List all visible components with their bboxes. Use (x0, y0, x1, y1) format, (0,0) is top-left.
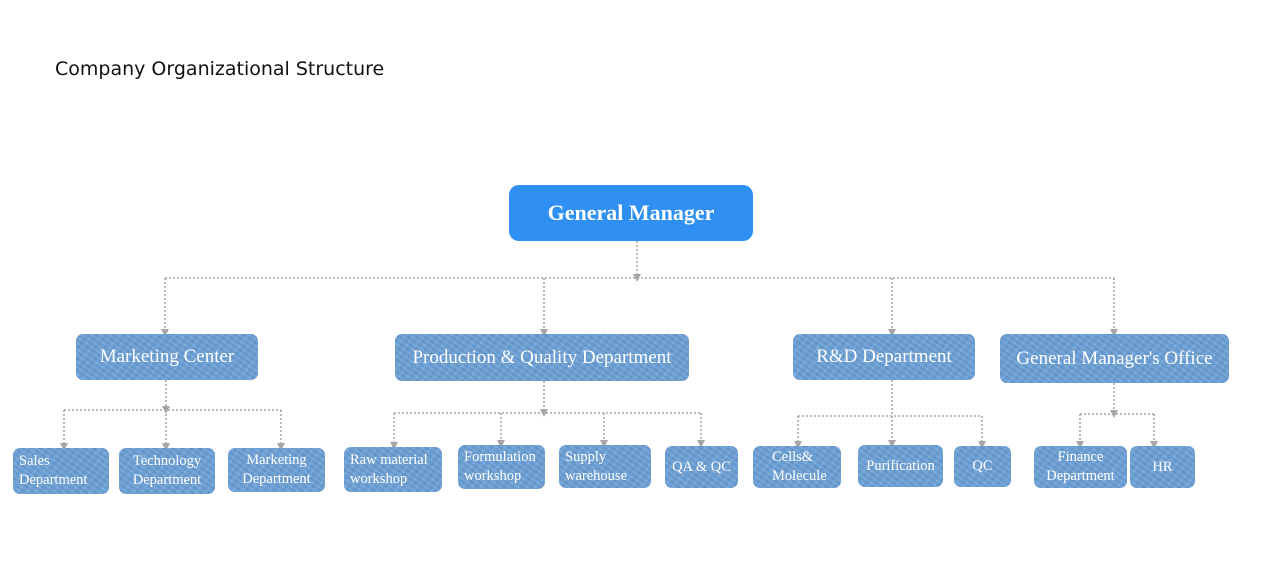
node-supply-warehouse[interactable]: Supply warehouse (559, 445, 651, 488)
node-sales-department[interactable]: Sales Department (13, 448, 109, 494)
node-label: Production & Quality Department (412, 346, 672, 368)
node-cells-molecule[interactable]: Cells& Molecule (753, 446, 841, 488)
node-purification[interactable]: Purification (858, 445, 943, 487)
node-label: Technology Department (132, 453, 202, 488)
node-qc[interactable]: QC (954, 446, 1011, 487)
node-label: HR (1152, 458, 1173, 475)
node-label: Supply warehouse (565, 448, 628, 484)
node-marketing-center[interactable]: Marketing Center (76, 334, 258, 380)
node-label: R&D Department (816, 346, 952, 367)
node-hr[interactable]: HR (1130, 446, 1195, 488)
node-label: QC (972, 458, 993, 474)
node-rnd-department[interactable]: R&D Department (793, 334, 975, 380)
node-label: General Manager's Office (1016, 347, 1213, 369)
node-label: General Manager (547, 200, 715, 225)
node-production-quality-department[interactable]: Production & Quality Department (395, 334, 689, 381)
node-finance-department[interactable]: Finance Department (1034, 446, 1127, 488)
node-label: Purification (866, 457, 935, 474)
node-formulation-workshop[interactable]: Formulation workshop (458, 445, 545, 489)
node-label: Formulation workshop (464, 449, 536, 484)
node-raw-material-workshop[interactable]: Raw material workshop (344, 447, 442, 492)
node-marketing-department[interactable]: Marketing Department (228, 448, 325, 492)
node-label: Marketing Department (242, 452, 311, 487)
node-general-manager[interactable]: General Manager (509, 185, 753, 241)
node-label: Finance Department (1046, 449, 1115, 484)
node-label: Marketing Center (99, 346, 235, 367)
node-qa-qc[interactable]: QA & QC (665, 446, 738, 488)
page-title: Company Organizational Structure (55, 58, 385, 80)
node-label: Cells& Molecule (772, 449, 827, 484)
node-general-managers-office[interactable]: General Manager's Office (1000, 334, 1229, 383)
node-technology-department[interactable]: Technology Department (119, 448, 215, 494)
node-label: Raw material workshop (350, 451, 428, 487)
node-label: Sales Department (19, 453, 88, 488)
node-label: QA & QC (672, 458, 731, 475)
